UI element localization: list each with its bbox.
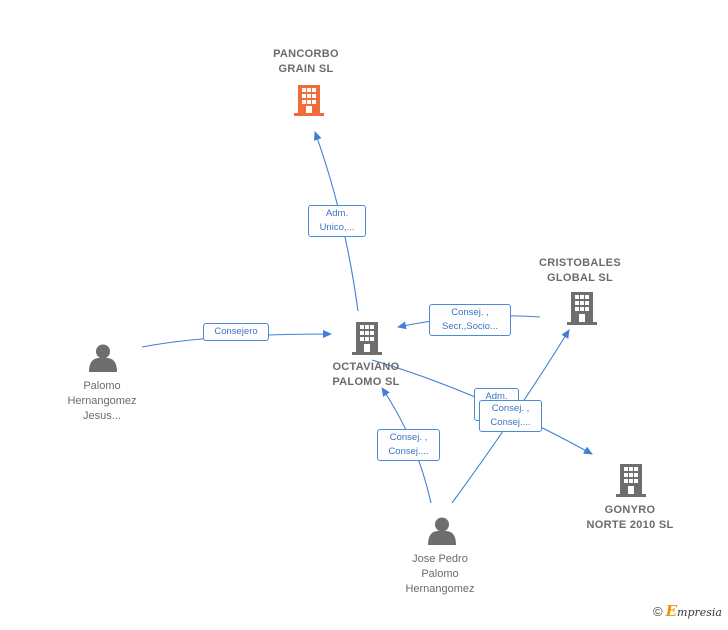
copyright-symbol: © (653, 604, 663, 619)
brand-name: mpresia (677, 606, 722, 619)
person-icon-jose (428, 517, 456, 545)
building-icon-octaviano (352, 322, 382, 355)
node-label-pancorbo[interactable]: PANCORBO GRAIN SL (250, 47, 362, 77)
building-icon-pancorbo (294, 85, 324, 116)
building-icon-gonyro (616, 464, 646, 497)
brand-initial: E (665, 602, 678, 620)
node-label-text: PANCORBO GRAIN SL (273, 48, 339, 75)
node-label-text: OCTAVIANO PALOMO SL (332, 361, 400, 388)
building-icon-cristobales (567, 292, 597, 325)
edge-label-consej-consej-right[interactable]: Consej. , Consej.... (479, 400, 542, 432)
edge-label-adm-unico[interactable]: Adm. Unico,... (308, 205, 366, 237)
person-icon-palomo (89, 344, 117, 372)
node-label-jose[interactable]: Jose Pedro Palomo Hernangomez (388, 552, 492, 597)
edge-label-consej-consej-left[interactable]: Consej. , Consej.... (377, 429, 440, 461)
node-label-cristobales[interactable]: CRISTOBALES GLOBAL SL (522, 256, 638, 286)
node-label-text: CRISTOBALES GLOBAL SL (539, 257, 621, 284)
edge-label-consejero[interactable]: Consejero (203, 323, 269, 341)
edge-label-consej-secr-socio[interactable]: Consej. , Secr.,Socio... (429, 304, 511, 336)
empresia-logo[interactable]: ©Empresia (653, 602, 722, 620)
node-label-text: Palomo Hernangomez Jesus... (67, 380, 137, 422)
node-label-text: GONYRO NORTE 2010 SL (586, 504, 674, 531)
node-label-text: Jose Pedro Palomo Hernangomez (405, 553, 475, 595)
node-label-gonyro[interactable]: GONYRO NORTE 2010 SL (572, 503, 688, 533)
node-label-palomo[interactable]: Palomo Hernangomez Jesus... (50, 379, 154, 424)
node-label-octaviano[interactable]: OCTAVIANO PALOMO SL (310, 360, 422, 390)
